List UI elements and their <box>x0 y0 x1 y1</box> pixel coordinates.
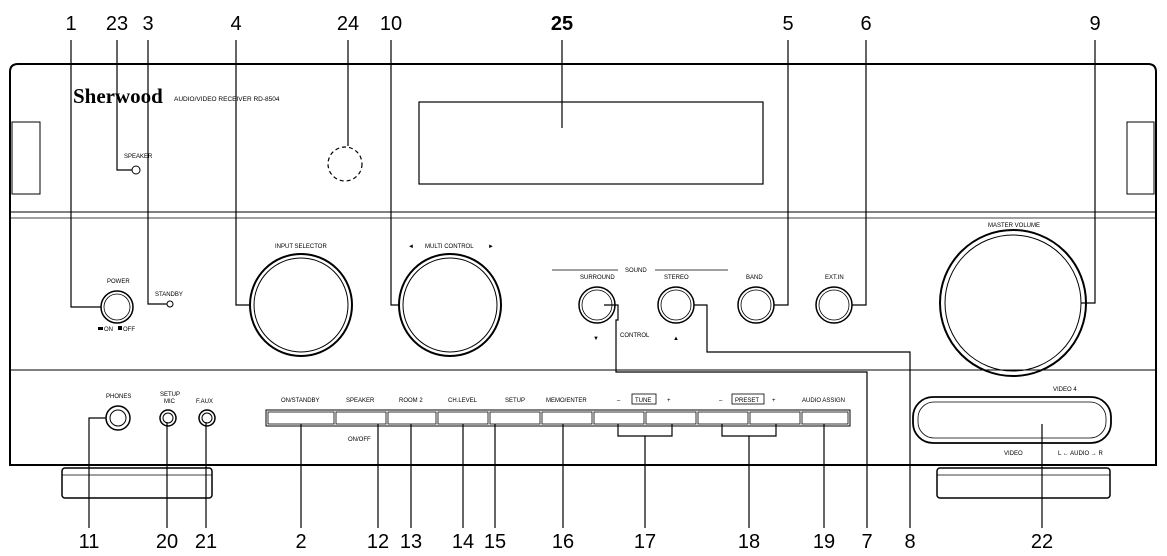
leader-lines <box>70 40 1096 528</box>
control-up-arrow: ▲ <box>673 336 679 342</box>
power-label: POWER <box>107 279 130 285</box>
band-button[interactable] <box>737 286 775 324</box>
band-label: BAND <box>746 275 763 281</box>
speaker-on-off-label: ON/OFF <box>348 437 371 443</box>
video4-door[interactable] <box>912 396 1112 444</box>
callout-4: 4 <box>230 13 241 35</box>
callout-10: 10 <box>380 13 402 35</box>
callout-25: 25 <box>551 13 573 35</box>
control-down-arrow: ▼ <box>593 336 599 342</box>
sound-label: SOUND <box>625 268 647 274</box>
preset-plus-button[interactable] <box>749 411 801 425</box>
memo-enter-label: MEMO/ENTER <box>546 398 587 404</box>
callout-18: 18 <box>738 531 760 553</box>
ext-in-label: EXT.IN <box>825 275 844 281</box>
callout-2: 2 <box>295 531 306 553</box>
on-standby-button[interactable] <box>267 411 335 425</box>
f-aux-jack[interactable] <box>198 409 216 427</box>
multi-control-right-arrow: ► <box>488 244 494 250</box>
tune-plus-label: + <box>667 398 671 404</box>
callout-6: 6 <box>860 13 871 35</box>
callout-numbers-bottom: 11 20 21 2 12 13 14 15 16 17 18 19 7 8 2… <box>79 531 1054 553</box>
master-volume-knob[interactable] <box>939 229 1087 377</box>
setup-mic-label-line1: SETUP <box>160 392 180 398</box>
brand-logo: Sherwood <box>73 84 163 108</box>
standby-led <box>166 300 174 308</box>
callout-23: 23 <box>106 13 128 35</box>
setup-mic-label-line2: MIC <box>164 399 176 405</box>
speaker-led <box>131 165 141 175</box>
ch-level-label: CH.LEVEL <box>448 398 478 404</box>
callout-19: 19 <box>813 531 835 553</box>
callout-numbers-top: 1 23 3 4 24 10 25 5 6 9 <box>65 13 1100 35</box>
callout-3: 3 <box>142 13 153 35</box>
display-window <box>418 101 764 185</box>
callout-7: 7 <box>861 531 872 553</box>
remote-sensor <box>327 146 363 182</box>
room2-label: ROOM 2 <box>399 398 423 404</box>
tune-minus-button[interactable] <box>593 411 645 425</box>
standby-led-label: STANDBY <box>155 292 183 298</box>
video-jack-label: VIDEO <box>1004 451 1023 457</box>
setup-button[interactable] <box>489 411 541 425</box>
video4-label: VIDEO 4 <box>1053 387 1077 393</box>
setup-mic-jack[interactable] <box>159 409 177 427</box>
control-label: CONTROL <box>620 333 650 339</box>
callout-13: 13 <box>400 531 422 553</box>
callout-14: 14 <box>452 531 474 553</box>
input-selector-label: INPUT SELECTOR <box>275 244 327 250</box>
callout-11: 11 <box>79 531 100 553</box>
callout-9: 9 <box>1089 13 1100 35</box>
stereo-button[interactable] <box>657 286 695 324</box>
power-button[interactable] <box>100 290 134 324</box>
power-on-label: ON <box>104 327 113 333</box>
callout-17: 17 <box>634 531 656 553</box>
master-volume-label: MASTER VOLUME <box>988 223 1040 229</box>
multi-control-left-arrow: ◄ <box>408 244 414 250</box>
callout-12: 12 <box>367 531 389 553</box>
callout-20: 20 <box>156 531 178 553</box>
callout-15: 15 <box>484 531 506 553</box>
tune-plus-button[interactable] <box>645 411 697 425</box>
audio-jack-label: L ← AUDIO → R <box>1058 451 1103 457</box>
ext-in-button[interactable] <box>815 286 853 324</box>
preset-label: PRESET <box>735 398 759 404</box>
callout-16: 16 <box>552 531 574 553</box>
preset-minus-button[interactable] <box>697 411 749 425</box>
phones-label: PHONES <box>106 394 131 400</box>
right-foot <box>936 467 1111 499</box>
left-foot <box>61 467 213 499</box>
surround-label: SURROUND <box>580 275 615 281</box>
callout-1: 1 <box>65 13 76 35</box>
input-selector-knob[interactable] <box>249 253 353 357</box>
model-label: AUDIO/VIDEO RECEIVER RD-8504 <box>174 96 280 103</box>
callout-21: 21 <box>195 531 217 553</box>
speaker-led-label: SPEAKER <box>124 154 153 160</box>
memo-enter-button[interactable] <box>541 411 593 425</box>
power-off-label: OFF <box>123 327 135 333</box>
multi-control-knob[interactable] <box>398 253 502 357</box>
callout-24: 24 <box>337 13 359 35</box>
callout-5: 5 <box>782 13 793 35</box>
tune-label: TUNE <box>635 398 651 404</box>
setup-label: SETUP <box>505 398 525 404</box>
speaker-button[interactable] <box>335 411 387 425</box>
callout-8: 8 <box>904 531 915 553</box>
audio-assign-button[interactable] <box>801 411 849 425</box>
f-aux-label: F.AUX <box>196 399 213 405</box>
preset-plus-label: + <box>772 398 776 404</box>
stereo-label: STEREO <box>664 275 689 281</box>
button-bank <box>265 409 851 427</box>
audio-assign-label: AUDIO ASSIGN <box>802 398 845 404</box>
chassis <box>9 63 1157 499</box>
speaker-button-label: SPEAKER <box>346 398 375 404</box>
ch-level-button[interactable] <box>437 411 489 425</box>
on-standby-label: ON/STANDBY <box>281 398 320 404</box>
preset-minus-label: – <box>719 398 723 404</box>
multi-control-label: MULTI CONTROL <box>425 244 474 250</box>
callout-22: 22 <box>1031 531 1053 553</box>
room2-button[interactable] <box>387 411 437 425</box>
tune-minus-label: – <box>617 398 621 404</box>
